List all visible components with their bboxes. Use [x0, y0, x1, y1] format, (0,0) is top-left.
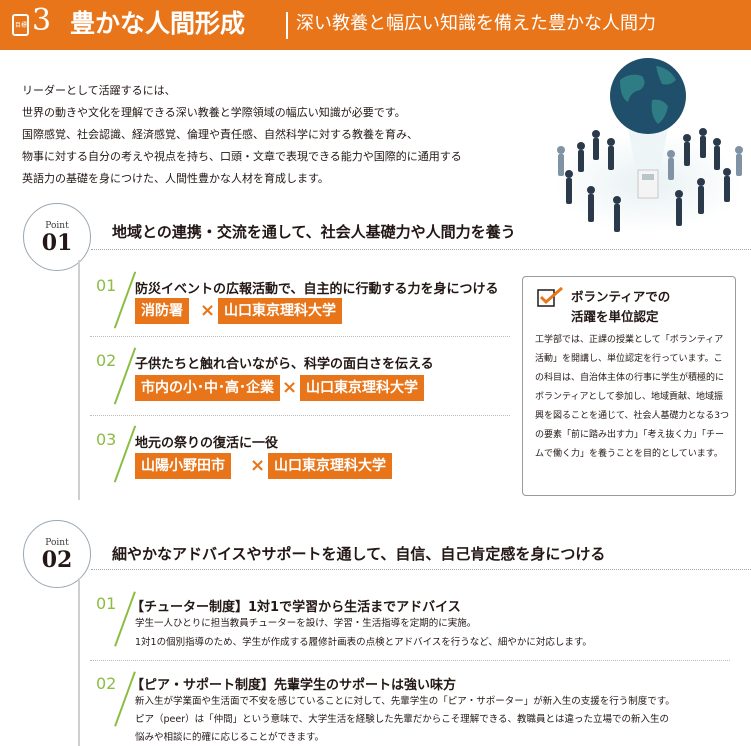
item-divider — [90, 660, 730, 661]
point-02-rule — [91, 569, 751, 570]
item-text-line: 学生一人ひとりに担当教員チューターを設け、学習・生活指導を定期的に実施。 — [135, 618, 477, 629]
item-text-line: 1対1の個別指導のため、学生が作成する履修計画表の点検とアドバイスを行うなど、細… — [135, 637, 592, 648]
item-number: 01 — [96, 276, 117, 295]
point-01-rule — [91, 249, 751, 250]
point-01-badge: Point 01 — [23, 203, 91, 271]
item-text-line: ピア（peer）は「仲間」という意味で、大学生活を経験した先輩だからこそ理解でき… — [135, 714, 670, 725]
item-number: 01 — [96, 594, 117, 613]
item-text-line: 悩みや相談に的確に応じることができます。 — [135, 732, 325, 743]
item-heading: 【ピア・サポート制度】先輩学生のサポートは強い味方 — [131, 678, 457, 693]
intro-line: 国際感覚、社会認識、経済感覚、倫理や責任感、自然科学に対する教養を育み、 — [22, 128, 418, 141]
item-divider — [90, 336, 510, 337]
partner-tag: 山陽小野田市 — [135, 453, 231, 479]
checkbox-check-icon — [537, 287, 563, 307]
page-title: 豊かな人間形成 — [70, 9, 246, 38]
university-tag: 山口東京理科大学 — [300, 375, 424, 401]
intro-text: リーダーとして活躍するには、 世界の動きや文化を理解できる深い教養と学際領域の幅… — [22, 80, 542, 190]
item-slash-icon — [113, 271, 137, 329]
partner-tag: 消防署 — [135, 298, 189, 324]
point-01-title: 地域との連携・交流を通して、社会人基礎力や人間力を養う — [112, 223, 516, 241]
point-02-frame — [78, 578, 80, 746]
item-text-line: 新入生が学業面や生活面で不安を感じていることに対して、先輩学生の「ピア・サポータ… — [135, 696, 675, 707]
page-subtitle: 深い教養と幅広い知識を備えた豊かな人間力 — [296, 13, 656, 34]
item-number: 03 — [96, 430, 117, 449]
globe-people-illustration — [553, 58, 743, 233]
volunteer-credit-box: ボランティアでの 活躍を単位認定 工学部では、正課の授業として「ボランティア活動… — [522, 276, 736, 496]
university-tag: 山口東京理科大学 — [268, 453, 392, 479]
page-header: 目標 3 豊かな人間形成 深い教養と幅広い知識を備えた豊かな人間力 — [0, 0, 751, 50]
point-01-frame — [78, 260, 80, 500]
university-tag: 山口東京理科大学 — [218, 298, 342, 324]
intro-line: リーダーとして活躍するには、 — [22, 84, 176, 97]
item-slash-icon — [113, 425, 137, 483]
item-heading: 子供たちと触れ合いながら、科学の面白さを伝える — [135, 357, 434, 372]
item-slash-icon — [113, 347, 137, 405]
header-divider — [286, 12, 288, 39]
intro-line: 英語力の基礎を身につけた、人間性豊かな人材を育成します。 — [22, 172, 329, 185]
goal-badge-icon: 目標 — [12, 14, 29, 36]
item-number: 02 — [96, 674, 117, 693]
item-heading: 地元の祭りの復活に一役 — [135, 436, 279, 451]
volunteer-title: ボランティアでの 活躍を単位認定 — [571, 289, 671, 324]
goal-number: 3 — [32, 3, 52, 38]
intro-line: 物事に対する自分の考えや視点を持ち、口頭・文章で表現できる能力や国際的に通用する — [22, 150, 462, 163]
cross-icon: × — [250, 455, 266, 476]
partner-tag: 市内の小･中･高･企業 — [135, 375, 280, 401]
intro-line: 世界の動きや文化を理解できる深い教養と学際領域の幅広い知識が必要です。 — [22, 106, 406, 119]
volunteer-description: 工学部では、正課の授業として「ボランティア活動」を開講し、単位認定を行っています… — [535, 335, 730, 459]
point-02-badge: Point 02 — [23, 520, 91, 588]
cross-icon: × — [200, 300, 216, 321]
item-heading: 防災イベントの広報活動で、自主的に行動する力を身につける — [135, 282, 499, 297]
item-divider — [90, 415, 510, 416]
item-number: 02 — [96, 351, 117, 370]
item-heading: 【チューター制度】1対1で学習から生活までアドバイス — [131, 600, 461, 615]
point-02-title: 細やかなアドバイスやサポートを通して、自信、自己肯定感を身につける — [112, 545, 606, 563]
cross-icon: × — [282, 377, 298, 398]
